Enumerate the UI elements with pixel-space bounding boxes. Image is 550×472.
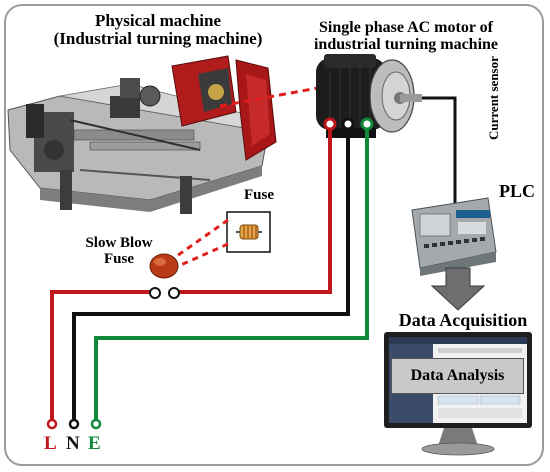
ac-motor-image bbox=[316, 54, 422, 138]
motor-title-line2: industrial turning machine bbox=[313, 35, 499, 53]
fuse-label: Fuse bbox=[244, 187, 274, 203]
current-sensor-wire bbox=[422, 96, 457, 210]
plc-device-image bbox=[411, 197, 497, 276]
machine-motor-link bbox=[219, 86, 319, 108]
slow-blow-fuse-label: Slow Blow Fuse bbox=[64, 235, 174, 268]
live-wire-right bbox=[176, 130, 332, 294]
slow-blow-line2: Fuse bbox=[104, 250, 134, 267]
fuse-detail-box bbox=[226, 211, 271, 253]
physical-title-line1: Physical machine bbox=[94, 11, 222, 30]
motor-title: Single phase AC motor of industrial turn… bbox=[296, 19, 516, 54]
down-arrow-icon bbox=[430, 267, 486, 311]
physical-title-line2: (Industrial turning machine) bbox=[53, 28, 263, 48]
current-sensor-label: Current sensor bbox=[486, 56, 501, 140]
neutral-terminal-label: N bbox=[66, 433, 80, 454]
earth-terminal-label: E bbox=[88, 433, 101, 454]
earth-wire bbox=[94, 130, 369, 426]
slow-blow-line1: Slow Blow bbox=[85, 235, 153, 251]
diagram-frame bbox=[4, 4, 544, 466]
lathe-machine-image bbox=[7, 55, 277, 214]
fuse-terminal-right bbox=[168, 287, 180, 299]
fuse-link-upper bbox=[173, 218, 229, 260]
motor-title-line1: Single phase AC motor of bbox=[319, 19, 493, 36]
fuse-link-lower bbox=[173, 242, 229, 270]
neutral-terminal bbox=[68, 418, 80, 430]
live-wire-left bbox=[50, 290, 152, 426]
data-analysis-label: Data Analysis bbox=[391, 358, 524, 394]
earth-terminal bbox=[90, 418, 102, 430]
slow-blow-fuse-image bbox=[149, 253, 179, 279]
physical-machine-title: Physical machine (Industrial turning mac… bbox=[48, 12, 268, 48]
plc-label: PLC bbox=[499, 181, 535, 201]
live-terminal-label: L bbox=[44, 433, 57, 454]
data-acquisition-label: Data Acquisition bbox=[398, 310, 528, 330]
live-terminal bbox=[46, 418, 58, 430]
neutral-wire bbox=[72, 130, 350, 426]
fuse-terminal-left bbox=[149, 287, 161, 299]
